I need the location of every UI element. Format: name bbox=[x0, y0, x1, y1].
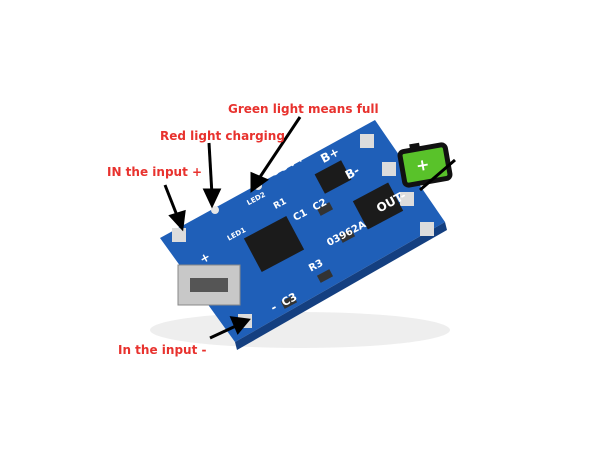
charger-ic bbox=[243, 215, 305, 273]
silk-minus: - bbox=[268, 300, 279, 315]
mosfet bbox=[314, 160, 352, 194]
micro-usb-port bbox=[177, 264, 241, 306]
red-led bbox=[211, 206, 219, 214]
battery-icon: + bbox=[397, 142, 453, 188]
label-green-light: Green light means full bbox=[228, 102, 379, 116]
protection-ic bbox=[352, 182, 404, 230]
pcb-edge bbox=[235, 222, 447, 350]
label-input-plus: IN the input + bbox=[107, 165, 203, 179]
annotation-arrows bbox=[163, 116, 456, 340]
label-red-light: Red light charging bbox=[160, 129, 285, 143]
label-input-minus: In the input - bbox=[118, 343, 207, 357]
silk-b-minus: B- bbox=[343, 163, 362, 182]
battery-plus-sign: + bbox=[414, 154, 431, 175]
